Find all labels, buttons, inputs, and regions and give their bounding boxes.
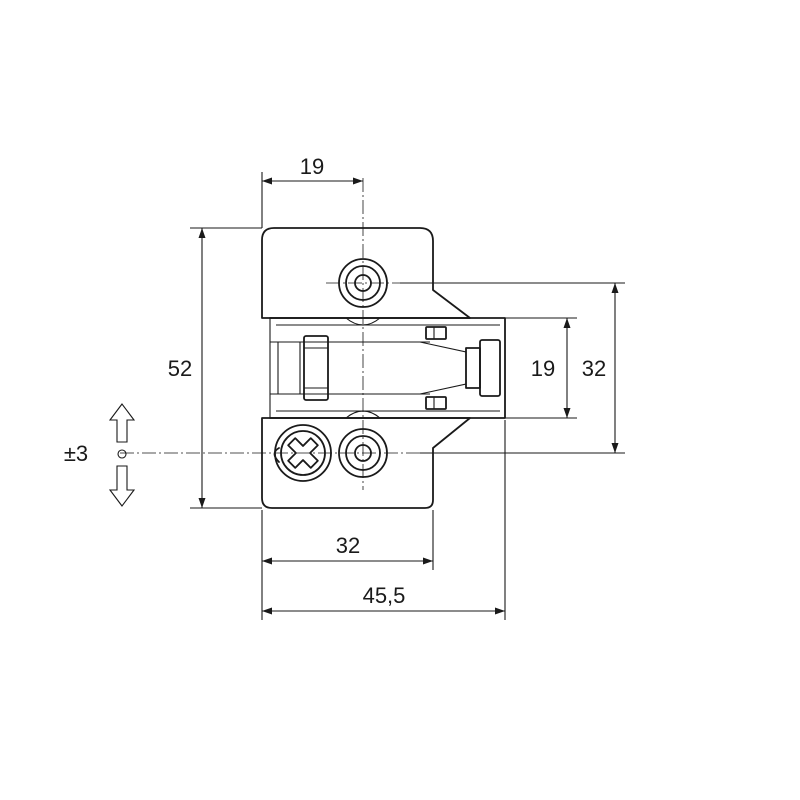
dim-total-width: 45,5 — [363, 583, 406, 608]
slide-channel — [270, 326, 501, 410]
dim-adjustment: ±3 — [64, 441, 88, 466]
dim-slot-height: 19 — [531, 356, 555, 381]
dim-top-width: 19 — [300, 154, 324, 179]
mounting-plate — [261, 227, 506, 509]
dim-hole-spacing-horizontal: 32 — [336, 533, 360, 558]
dim-total-height: 52 — [168, 356, 192, 381]
dimension-lines — [198, 177, 619, 615]
extension-lines — [190, 172, 625, 620]
dim-hole-spacing-vertical: 32 — [582, 356, 606, 381]
center-lines — [120, 178, 420, 490]
adjustment-arrows — [108, 403, 136, 507]
